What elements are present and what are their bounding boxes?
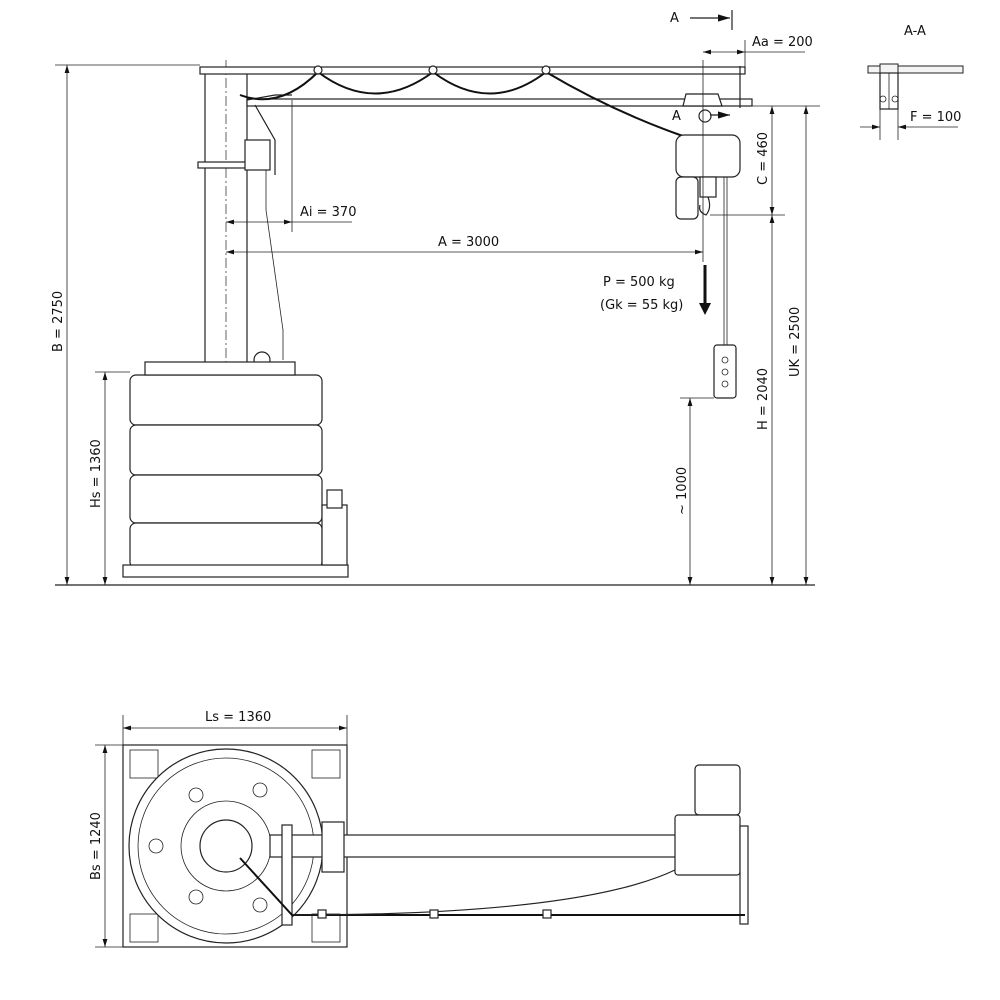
side-view: P = 500 kg (Gk = 55 kg) A A Aa = 200 Ai …: [51, 10, 820, 586]
svg-text:B = 2750: B = 2750: [51, 291, 66, 352]
electric-chain-hoist: [675, 93, 741, 399]
dimension-uk: UK = 2500: [788, 106, 809, 585]
svg-text:Hs = 1360: Hs = 1360: [89, 439, 104, 508]
load-capacity: P = 500 kg: [603, 275, 675, 290]
dimension-a: A = 3000: [226, 130, 704, 262]
dead-weight: (Gk = 55 kg): [600, 298, 683, 313]
dimension-approx-hook: ~ 1000: [675, 397, 714, 585]
svg-text:UK = 2500: UK = 2500: [788, 307, 803, 377]
rotation-arm: [197, 161, 249, 169]
festoon-cable: [239, 70, 701, 141]
svg-text:Ls = 1360: Ls = 1360: [205, 710, 271, 725]
section-a-a: A-A F = 100: [860, 24, 964, 140]
svg-text:Aa = 200: Aa = 200: [752, 35, 813, 50]
dimension-ai: Ai = 370: [226, 100, 356, 232]
dimension-h: H = 2040: [756, 215, 775, 585]
top-view: Ls = 1360 Bs = 1240: [89, 710, 749, 948]
section-marker-bottom: A: [672, 109, 681, 124]
dimension-c: C = 460: [710, 105, 820, 216]
dimension-bs: Bs = 1240: [89, 744, 123, 948]
jib-boom: [199, 66, 753, 175]
dimension-ls: Ls = 1360: [122, 710, 348, 745]
counterweight-base: [122, 361, 349, 578]
svg-text:C = 460: C = 460: [756, 132, 771, 185]
svg-text:Ai = 370: Ai = 370: [300, 205, 356, 220]
svg-text:A-A: A-A: [904, 24, 926, 39]
dimension-f: F = 100: [910, 110, 961, 125]
svg-text:A = 3000: A = 3000: [438, 235, 499, 250]
dimension-aa: Aa = 200: [703, 35, 813, 68]
svg-text:~ 1000: ~ 1000: [675, 467, 690, 515]
svg-text:H = 2040: H = 2040: [756, 368, 771, 430]
pendant-control: [713, 344, 737, 399]
dimension-hs: Hs = 1360: [89, 371, 130, 585]
dimension-b: B = 2750: [51, 64, 200, 585]
section-marker-top: A: [670, 11, 679, 26]
svg-text:Bs = 1240: Bs = 1240: [89, 812, 104, 880]
